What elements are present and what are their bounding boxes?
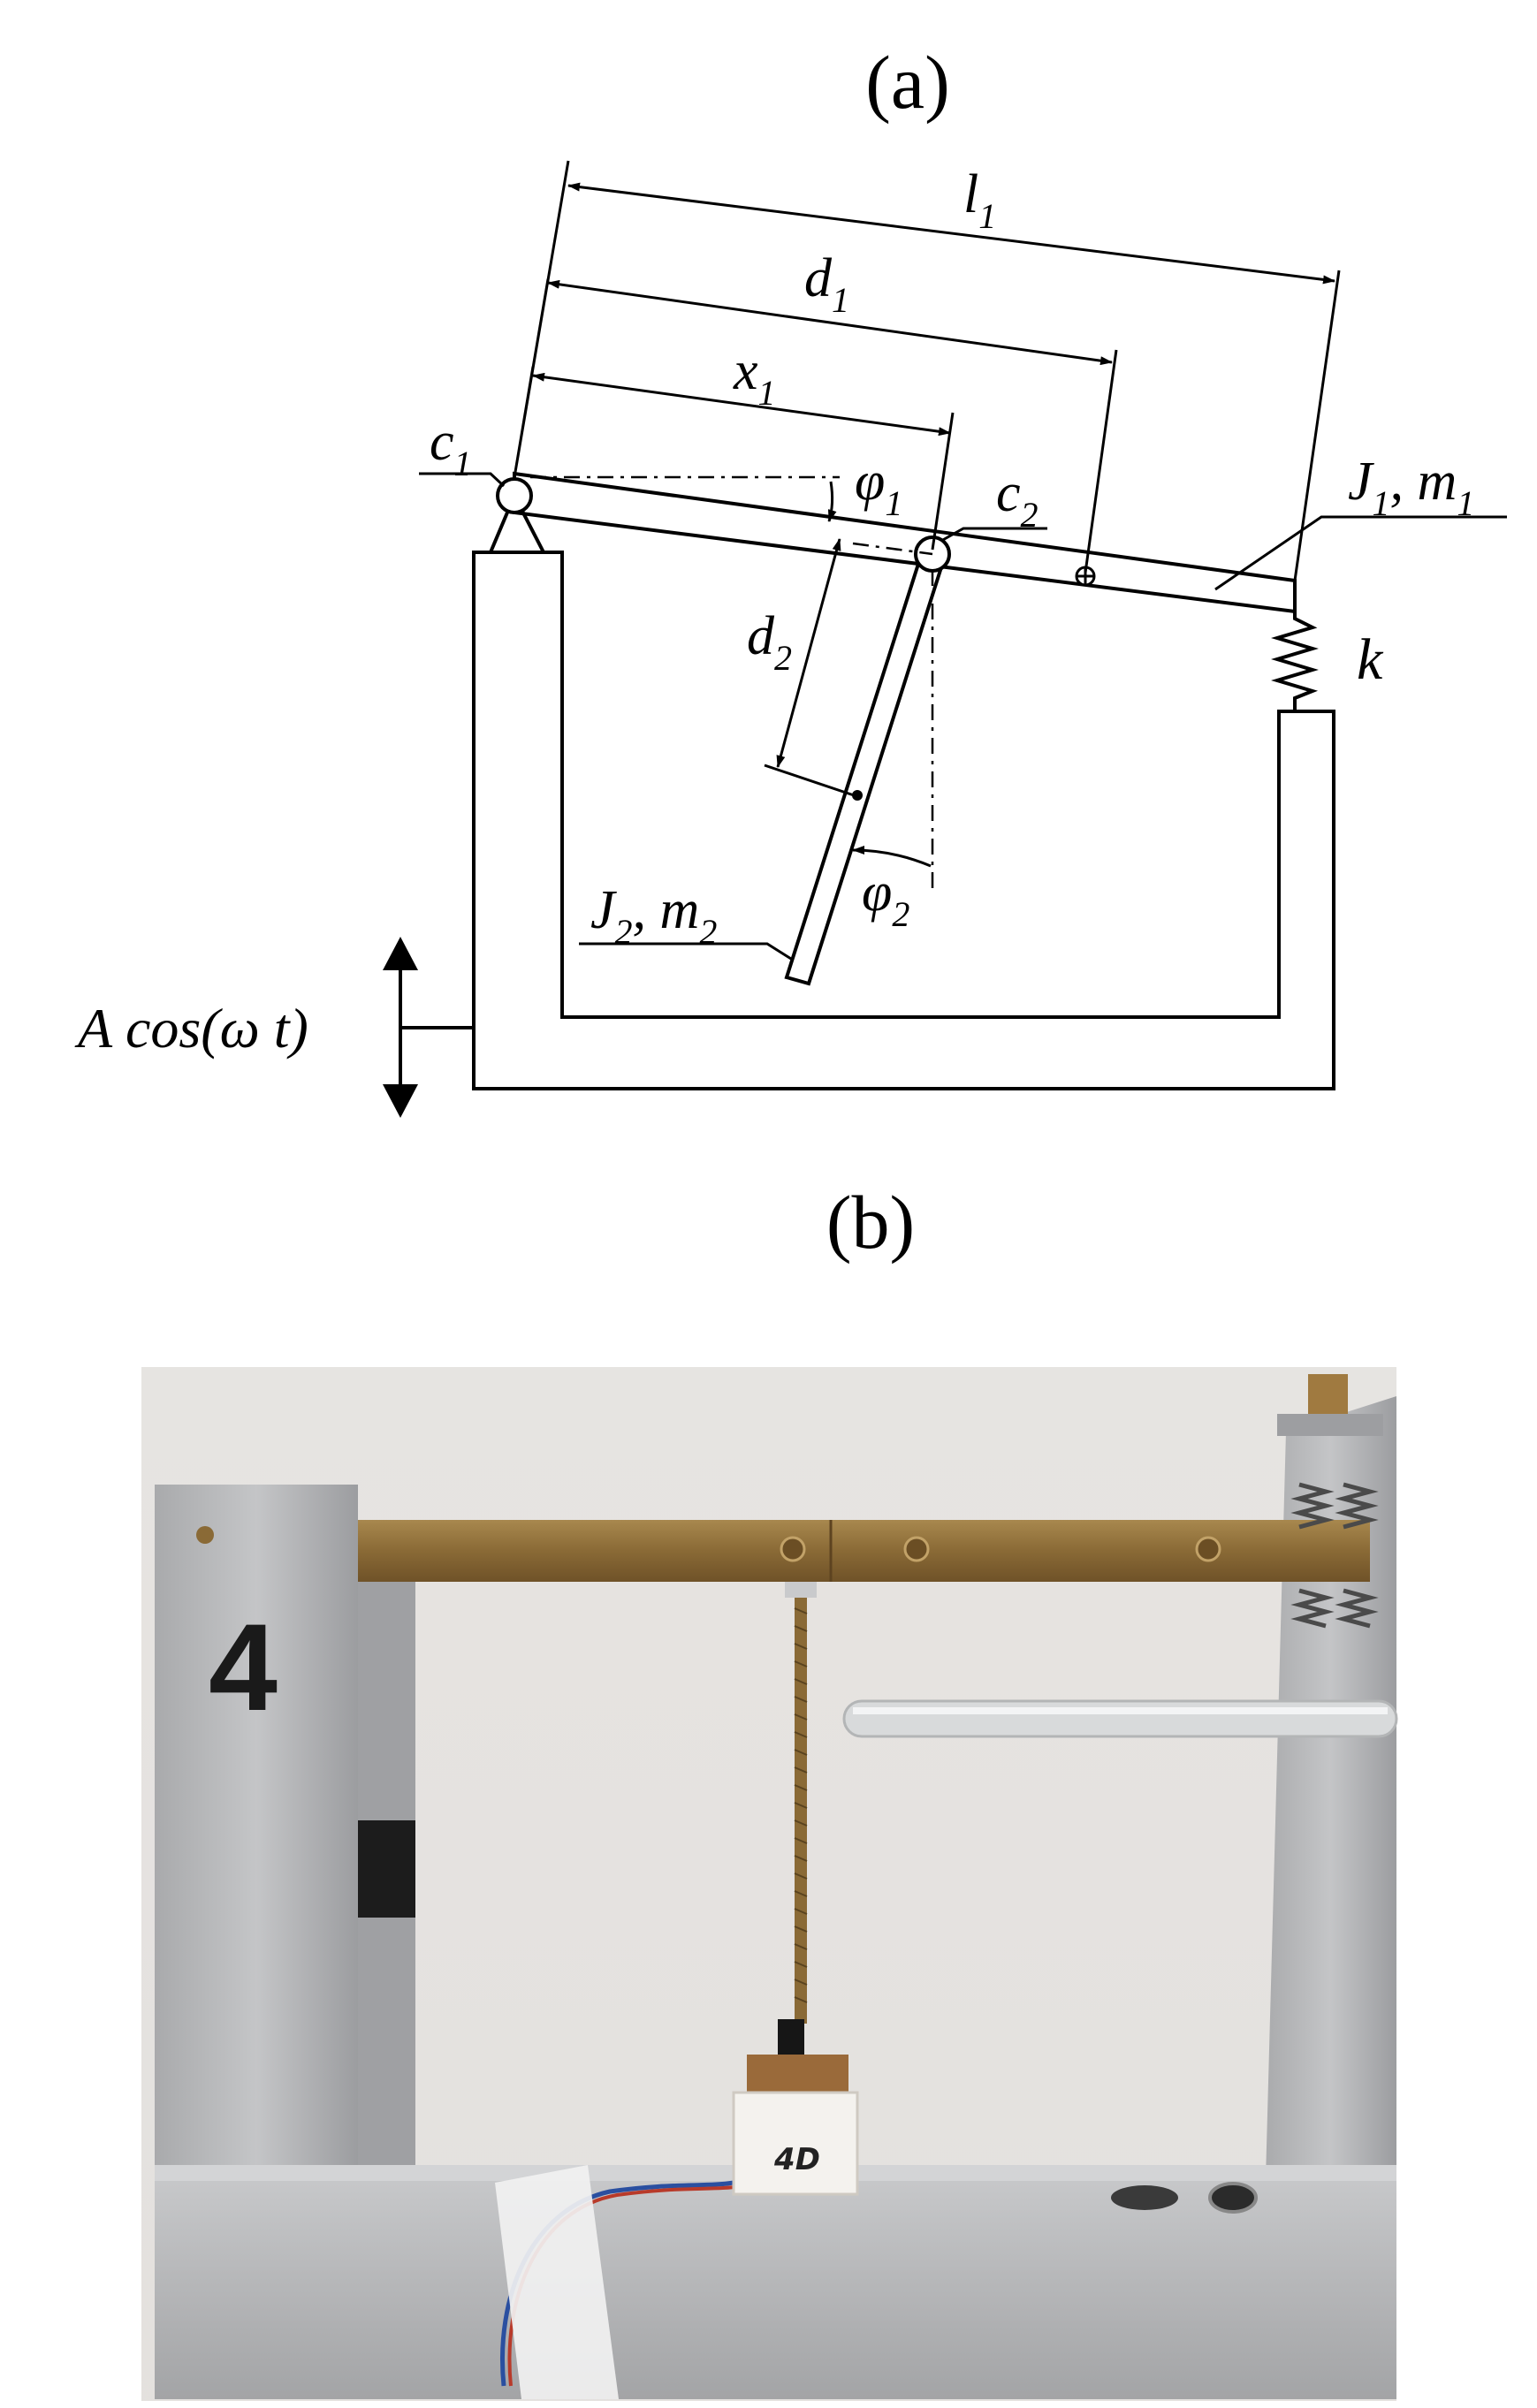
label-d1: d1 [804,248,849,320]
dimension-d2 [776,538,841,768]
beam-bolt-3 [1195,1536,1221,1562]
pivot-support [487,491,547,554]
frame-outer [472,551,1335,1090]
label-J2m2: J2, m2 [590,880,717,952]
pendulum-mass [732,2091,859,2196]
base-hole [1111,2185,1178,2210]
glass-tube [842,1699,1398,1738]
panel-b-caption: (b) [826,1180,915,1265]
base-nut [1208,2182,1258,2214]
spring-k [1271,611,1319,711]
angle-phi2-arc [852,846,932,868]
left-frame-post [155,1485,358,2174]
label-d2: d2 [747,606,792,678]
label-c2: c2 [996,463,1039,535]
label-x1: x1 [733,341,776,413]
dimension-extensions [513,160,1341,581]
beam-1 [513,471,1297,614]
beam-bolt-2 [903,1536,930,1562]
beam-bolt-1 [780,1536,806,1562]
label-c1: c1 [430,412,472,483]
label-l1: l1 [963,164,996,236]
leader-J2m2 [579,942,792,961]
pivot-c1 [496,477,533,514]
label-k: k [1357,627,1384,692]
tape [495,2165,619,2399]
leader-c2 [940,527,1047,543]
spring-photo [1290,1482,1335,1629]
panel-a-caption: (a) [865,40,949,125]
leader-J1m1 [1214,515,1507,591]
pendulum-wood-block [747,2055,848,2094]
dimension-l1 [567,182,1335,285]
label-J1m1: J1, m1 [1348,452,1474,523]
dimension-x1 [532,372,951,437]
frame-number-label: 4 [209,1598,278,1736]
leader-c1 [419,472,506,488]
panel-b-photo: (b) 4 [141,1180,1398,2401]
dimension-d1 [547,279,1113,366]
mass-label: 4D [773,2142,820,2177]
angle-phi1-arc [827,481,837,522]
panel-a-diagram: (a) [74,40,1507,1118]
sensor-block [358,1820,415,1918]
label-excitation: A cos(ω t) [74,997,308,1060]
label-phi2: φ2 [862,862,909,934]
base-plate [155,2165,1396,2399]
label-phi1: φ1 [855,452,902,523]
